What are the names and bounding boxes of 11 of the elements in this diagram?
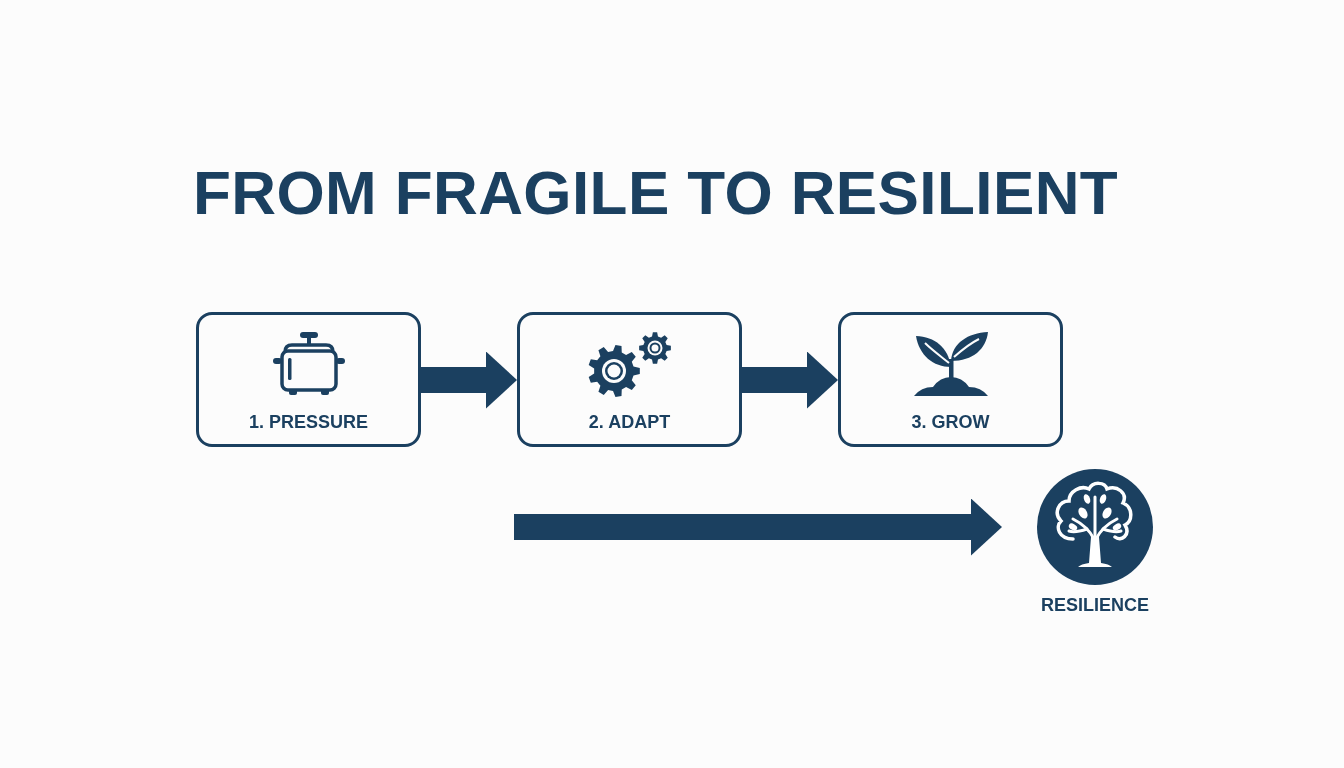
step-card [517, 312, 742, 447]
node-label: 2. ADAPT [588, 413, 671, 431]
title: FROM FRAGILE TO RESILIENT [193, 162, 1119, 224]
step-card [196, 312, 421, 447]
node-label: 1. PRESSURE [248, 413, 368, 431]
step-card [838, 312, 1063, 447]
arrow [514, 498, 1002, 556]
arrow [421, 351, 517, 409]
arrow [742, 351, 838, 409]
node-label: 3. GROW [911, 413, 990, 431]
node-label: RESILIENCE [1041, 596, 1149, 614]
